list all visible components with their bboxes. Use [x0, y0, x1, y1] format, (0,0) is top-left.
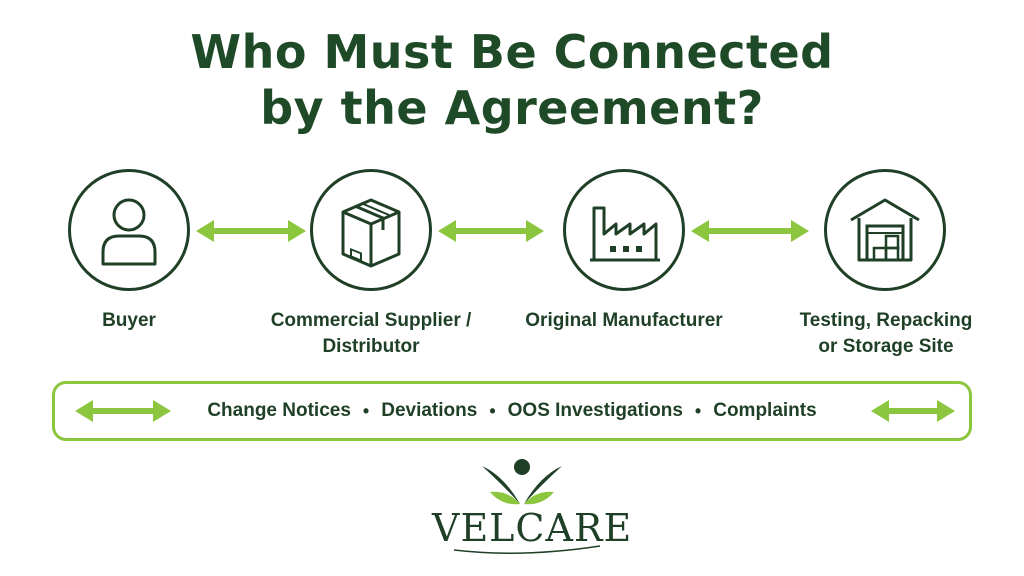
person-icon [101, 198, 157, 266]
bullet-separator: • [694, 400, 702, 421]
double-arrow-icon [691, 220, 809, 242]
double-arrow-icon [438, 220, 544, 242]
bullet-separator: • [489, 400, 496, 421]
manufacturer-node [563, 169, 685, 291]
bar-item-oos-investigations: OOS Investigations [507, 400, 683, 421]
double-arrow-icon [196, 220, 306, 242]
warehouse-label-line-2: or Storage Site [818, 336, 954, 357]
warehouse-label: Testing, Repacking or Storage Site [766, 308, 1006, 360]
supplier-label-line-1: Commercial Supplier / [270, 310, 472, 331]
communication-bar: Change Notices • Deviations • OOS Invest… [52, 381, 972, 441]
double-arrow-icon [75, 400, 171, 422]
manufacturer-label: Original Manufacturer [525, 310, 723, 331]
supplier-label: Commercial Supplier / Distributor [251, 308, 491, 360]
velcare-wordmark: VELCARE [432, 506, 633, 550]
warehouse-node [824, 169, 946, 291]
double-arrow-icon [871, 400, 955, 422]
page-title-line-1: Who Must Be Connected [190, 25, 834, 79]
supplier-label-line-2: Distributor [322, 336, 420, 357]
box-icon [341, 198, 401, 268]
bar-item-complaints: Complaints [713, 400, 817, 421]
supplier-node [310, 169, 432, 291]
velcare-logo-icon [453, 459, 601, 554]
factory-icon [590, 206, 660, 262]
bar-item-deviations: Deviations [381, 400, 478, 421]
buyer-label: Buyer [102, 310, 156, 331]
warehouse-icon [850, 198, 920, 262]
warehouse-label-line-1: Testing, Repacking [799, 310, 973, 331]
buyer-node [68, 169, 190, 291]
bullet-separator: • [362, 400, 370, 421]
communication-items: Change Notices • Deviations • OOS Invest… [55, 384, 969, 438]
bar-item-change-notices: Change Notices [207, 400, 351, 421]
page-title-line-2: by the Agreement? [260, 81, 764, 135]
